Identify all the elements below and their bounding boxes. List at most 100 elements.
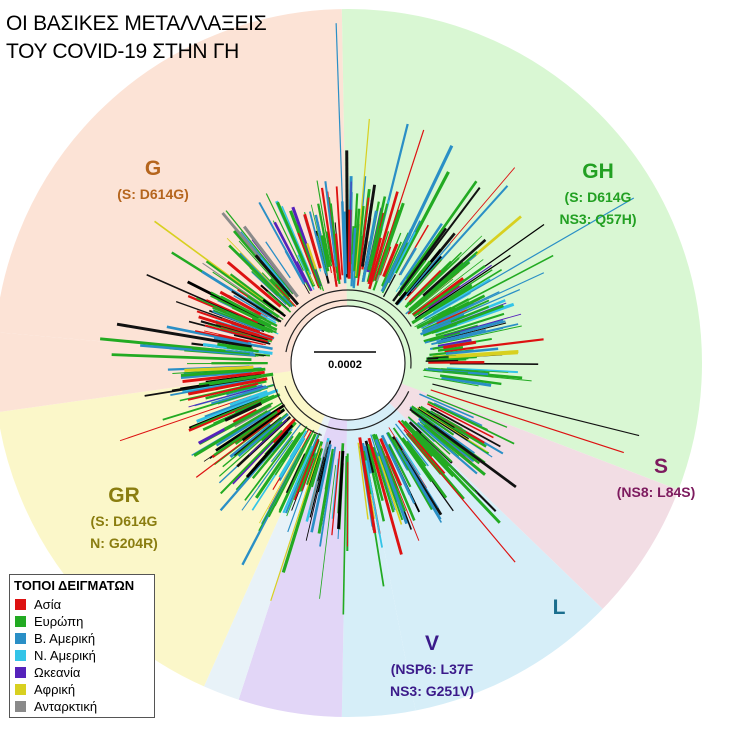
tree-branch <box>254 254 300 306</box>
page-title-line-2: ΤΟΥ COVID-19 ΣΤΗΝ ΓΗ <box>6 40 239 63</box>
tree-branch <box>206 299 259 324</box>
tree-branch <box>430 410 467 433</box>
tree-branch <box>437 288 521 326</box>
tree-branch <box>416 311 448 330</box>
tree-branch <box>397 243 451 305</box>
tree-branch <box>198 375 256 386</box>
tree-branch <box>439 374 502 386</box>
tree-branch <box>229 423 272 458</box>
tree-branch <box>281 447 324 573</box>
tree-branch <box>437 345 464 352</box>
tree-branch <box>350 254 355 287</box>
clade-mutation: (S: D614G <box>565 189 632 205</box>
tree-branch <box>265 241 291 279</box>
tree-branch <box>320 235 330 268</box>
tree-branch <box>273 221 307 283</box>
tree-branch <box>368 191 399 290</box>
tree-branch <box>380 228 413 293</box>
clade-name: GR <box>108 484 140 507</box>
tree-branch <box>291 206 323 287</box>
tree-branch <box>392 227 447 302</box>
tree-branch <box>423 324 479 343</box>
tree-branch <box>410 251 463 303</box>
tree-branch-outlier <box>403 429 516 563</box>
tree-branch-outlier <box>374 129 425 281</box>
tree-branch <box>414 306 452 328</box>
tree-branch <box>367 237 383 285</box>
tree-branch <box>331 458 340 519</box>
tree-branch <box>414 254 511 320</box>
tree-branch <box>231 290 282 323</box>
tree-branch <box>239 289 275 314</box>
tree-branch <box>403 421 501 524</box>
tree-branch <box>271 427 293 453</box>
tree-branch <box>274 429 315 507</box>
inner-ring-segment <box>269 371 324 436</box>
tree-branch <box>367 443 382 496</box>
tree-branch <box>331 451 341 536</box>
tree-arc <box>284 289 412 327</box>
clade-name: GH <box>582 160 614 183</box>
tree-branch <box>217 342 253 351</box>
tree-branch <box>308 211 327 274</box>
tree-branch <box>284 250 306 285</box>
tree-branch <box>320 187 338 287</box>
clade-v-label: V (NSP6: L37F NS3: G251V) <box>390 632 474 699</box>
tree-branch <box>388 427 404 452</box>
legend-item-africa: Αφρική <box>10 681 154 698</box>
tree-branch <box>411 408 435 426</box>
legend-item-oceania: Ωκεανία <box>10 664 154 681</box>
tree-branch <box>251 270 278 297</box>
tree-branch <box>234 394 275 413</box>
tree-branch <box>386 431 434 511</box>
tree-branch <box>445 347 499 355</box>
tree-branch <box>401 449 439 509</box>
scale-bar: 0.0002 <box>314 351 376 371</box>
tree-branch <box>392 427 433 483</box>
tree-branch <box>430 407 501 448</box>
tree-branch <box>427 401 515 445</box>
tree-branch <box>310 204 328 274</box>
tree-branch-outlier <box>432 383 640 437</box>
tree-branch <box>395 423 429 467</box>
inner-ring-segment <box>346 284 428 392</box>
legend-item-label: Ευρώπη <box>34 614 84 629</box>
tree-branch <box>448 351 518 359</box>
tree-branch <box>298 455 314 493</box>
tree-branch-outlier <box>354 118 370 277</box>
tree-branch-outlier <box>258 439 308 532</box>
legend-swatch <box>15 701 26 712</box>
tree-branch <box>431 327 504 346</box>
tree-branch <box>188 377 268 396</box>
tree-branch <box>429 331 461 342</box>
tree-branch <box>254 431 302 499</box>
tree-branch <box>347 209 352 279</box>
tree-branch <box>411 259 484 315</box>
legend-swatch <box>15 667 26 678</box>
tree-branch <box>410 433 434 458</box>
tree-branch <box>384 441 416 504</box>
clade-sector <box>0 332 348 412</box>
legend-item-europe: Ευρώπη <box>10 613 154 630</box>
clade-mutation: (S: D614G) <box>117 186 189 202</box>
tree-branch <box>309 446 329 518</box>
tree-branch <box>218 422 281 477</box>
tree-branch <box>213 337 254 347</box>
tree-branch <box>444 338 544 353</box>
tree-branch <box>324 448 334 490</box>
tree-branch <box>411 405 455 436</box>
tree-branch <box>420 432 453 463</box>
tree-branch <box>364 440 375 473</box>
tree-branch <box>289 430 308 458</box>
tree-branch <box>311 457 322 488</box>
tree-branch <box>442 370 468 374</box>
page-title: ΟΙ ΒΑΣΙΚΕΣ ΜΕΤΑΛΛΑΞΕΙΣ ΤΟΥ COVID-19 ΣΤΗΝ… <box>6 10 326 66</box>
tree-branch <box>208 370 247 375</box>
tree-branch <box>443 313 522 337</box>
tree-branch <box>443 340 477 350</box>
tree-branch <box>293 438 320 501</box>
tree-branch <box>242 225 299 298</box>
tree-branch <box>188 385 264 408</box>
tree-branch <box>239 418 264 436</box>
legend-item-label: Β. Αμερική <box>34 631 96 646</box>
